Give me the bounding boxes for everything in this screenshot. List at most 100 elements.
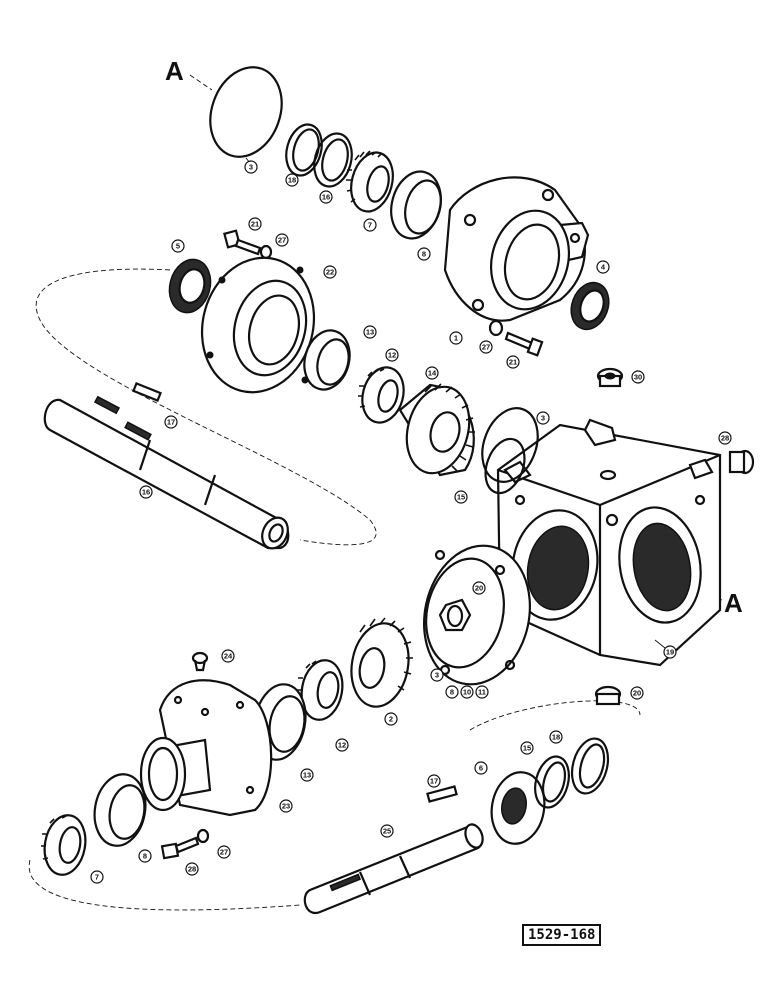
callout-badge: 12	[385, 348, 399, 362]
callout-badge: 3	[430, 668, 444, 682]
svg-text:28: 28	[721, 434, 729, 443]
section-mark-a-top: A	[165, 56, 184, 86]
svg-text:10: 10	[463, 688, 471, 697]
shim-ring-part	[570, 737, 610, 795]
flange-cover-part	[422, 544, 532, 686]
bearing-cup-part	[390, 170, 442, 240]
callout-badge: 20	[630, 686, 644, 700]
bevel-gear-part	[398, 383, 475, 477]
flange-housing-part	[139, 679, 273, 817]
drawing-number-label: 1529-168	[522, 924, 602, 946]
svg-text:16: 16	[142, 488, 150, 497]
shim-ring-part	[285, 123, 323, 177]
callout-badge: 28	[718, 431, 732, 445]
callout-badge: 14	[425, 366, 439, 380]
svg-text:13: 13	[366, 328, 374, 337]
o-ring-part	[209, 66, 283, 158]
svg-text:18: 18	[552, 733, 560, 742]
callout-badge: 18	[549, 730, 563, 744]
svg-text:12: 12	[338, 741, 346, 750]
svg-text:17: 17	[430, 777, 438, 786]
callout-badge: 15	[454, 490, 468, 504]
assembly-leader-dashed	[35, 268, 377, 546]
svg-text:16: 16	[322, 193, 330, 202]
svg-text:28: 28	[188, 865, 196, 874]
shim-ring-part	[481, 407, 539, 495]
callout-badge: 28	[185, 862, 199, 876]
bevel-pinion-part	[350, 617, 413, 708]
svg-text:20: 20	[475, 584, 483, 593]
callout-badge: 12	[335, 738, 349, 752]
plug-part	[728, 449, 755, 475]
bolt-part	[223, 229, 273, 260]
svg-text:23: 23	[282, 802, 290, 811]
svg-text:1: 1	[454, 334, 458, 343]
svg-text:21: 21	[509, 358, 517, 367]
svg-text:27: 27	[278, 236, 286, 245]
callout-badge: 23	[279, 799, 293, 813]
svg-text:18: 18	[288, 176, 296, 185]
svg-text:15: 15	[457, 493, 465, 502]
bolt-part	[488, 319, 544, 357]
callout-badge: 17	[164, 415, 178, 429]
bearing-housing-part	[443, 176, 590, 322]
svg-text:27: 27	[220, 848, 228, 857]
grease-fitting-part	[191, 651, 209, 672]
svg-text:21: 21	[251, 220, 259, 229]
part-callouts: 3 18 16 7 8 4 1 27 21 27 21 5 22 13 12 1…	[90, 157, 732, 884]
svg-text:3: 3	[435, 671, 439, 680]
shaft-key-part	[426, 785, 458, 803]
svg-text:8: 8	[450, 688, 454, 697]
assembly-leader-dashed	[28, 700, 641, 911]
tapered-bearing-part	[41, 814, 87, 876]
oil-seal-part	[490, 771, 546, 845]
shaft-key-part	[132, 381, 162, 403]
tapered-bearing-part	[297, 659, 344, 721]
svg-text:11: 11	[478, 688, 486, 697]
callout-badge: 16	[139, 485, 153, 499]
callout-badge: 20	[472, 581, 486, 595]
section-mark-a-right: A	[724, 588, 743, 618]
svg-text:30: 30	[634, 373, 642, 382]
callout-badge: 8	[445, 685, 459, 699]
svg-text:8: 8	[422, 250, 426, 259]
callout-badge: 30	[631, 370, 645, 384]
callout-badge: 8	[417, 247, 431, 261]
svg-text:2: 2	[389, 715, 393, 724]
callout-badge: 22	[323, 265, 337, 279]
callout-badge: 13	[300, 768, 314, 782]
gearbox-housing-part	[496, 418, 722, 667]
svg-text:6: 6	[479, 764, 483, 773]
svg-text:3: 3	[541, 414, 545, 423]
bearing-cup-part	[93, 773, 147, 847]
callout-badge: 21	[506, 355, 520, 369]
bolt-part	[160, 828, 210, 860]
callout-badge: 4	[596, 260, 610, 274]
shim-ring-part	[313, 132, 353, 188]
callout-badge: 17	[427, 774, 441, 788]
svg-text:17: 17	[167, 418, 175, 427]
callout-badge: 24	[221, 649, 235, 663]
svg-text:5: 5	[176, 242, 180, 251]
section-a-top-leader	[189, 74, 213, 91]
callout-badge: 25	[380, 824, 394, 838]
svg-text:4: 4	[601, 263, 606, 272]
callout-badge: 13	[363, 325, 377, 339]
callout-badge: 7	[90, 870, 104, 884]
callout-badge: 15	[520, 741, 534, 755]
callout-badge: 27	[275, 233, 289, 247]
callout-badge: 27	[217, 845, 231, 859]
bearing-cup-part	[303, 329, 351, 391]
flange-housing-part	[200, 256, 316, 394]
callout-badge: 21	[248, 217, 262, 231]
splined-shaft-part	[43, 395, 290, 550]
svg-text:13: 13	[303, 771, 311, 780]
svg-text:25: 25	[383, 827, 391, 836]
callout-badge: 27	[479, 340, 493, 354]
callout-badge: 6	[474, 761, 488, 775]
svg-text:7: 7	[368, 221, 372, 230]
callout-badge: 5	[171, 239, 185, 253]
svg-text:19: 19	[666, 648, 674, 657]
tapered-bearing-part	[358, 366, 405, 424]
